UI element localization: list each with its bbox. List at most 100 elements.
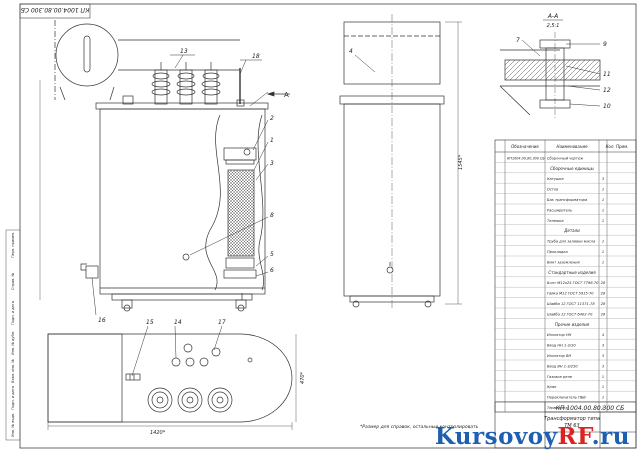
strip-label: Подп. и дата [11,386,15,410]
spec-cell-qty: 28 [601,302,606,306]
view-a-arrow [266,91,290,97]
spec-cell-name: Ввод ВН 1-3/250 [547,364,578,368]
title-name-1: Трансформатор типа [544,416,600,422]
spec-cell-qty: 1 [602,240,604,244]
callout-11: 11 [603,71,611,78]
spec-cell-qty: 1 [602,396,604,400]
callout-4: 4 [349,48,353,55]
spec-cell-qty: 28 [601,281,606,285]
top-callouts: 15 14 17 1420* 470* [146,319,306,436]
section-a-a [499,32,601,118]
spec-header: Наименование [556,144,588,149]
spec-cell-name: Шайба 12 ГОСТ 11371-78 [547,302,595,306]
spec-cell-name: Изолятор НН [547,333,572,337]
spec-section-title: Стандартные изделия [548,270,596,275]
spec-cell-designation: КП1004.00.80.300 СБ [507,156,545,160]
side-strip-labels: Перв. примен. Справ. № Подп. и дата Инв.… [11,232,15,437]
section-scale: 2,5:1 [547,23,560,29]
spec-cell-name: Кран [547,385,557,389]
spec-cell-name: Болт М12х25 ГОСТ 7798-70 [547,281,599,285]
title-code: КП 1004.00.80.300 СБ [556,405,625,412]
spec-cell-name: Бак трансформатора [547,198,587,202]
callout-7: 7 [516,37,520,44]
spec-header: Обозначение [511,144,539,149]
spec-cell-qty: 28 [601,312,606,316]
callout-2: 2 [270,115,274,122]
watermark-accent: RF [557,423,592,450]
top-stamp-box [19,3,91,19]
callout-5: 5 [270,251,274,258]
callout-6: 6 [270,267,274,274]
spec-cell-qty: 1 [602,260,604,264]
top-leaders [131,325,223,377]
spec-cell-qty: 3 [602,177,605,181]
spec-cell-name: Сборочный чертеж [547,156,584,160]
callout-14: 14 [174,319,182,326]
spec-cell-qty: 1 [602,250,604,254]
spec-header: Кол. Прим. [606,144,629,149]
spec-cell-name: Ввод НН 1-3/10 [547,344,576,348]
spec-cell-name: Изолятор ВН [547,354,571,358]
spec-cell-qty: 3 [602,364,605,368]
spec-cell-name: Газовое реле [547,375,573,379]
spec-cell-name: Шайба 12 ГОСТ 6402-70 [547,312,593,316]
spec-cell-qty: 3 [602,344,605,348]
watermark-tail: .ru [591,423,630,450]
spec-cell-name: Расширитель [547,208,572,212]
spec-cell-qty: 28 [601,292,606,296]
spec-table: Обозначение Наименование Кол. Прим. КП1004.… [494,139,637,413]
spec-cell-name: Термометр [547,406,569,410]
spec-cell-qty: 1 [602,385,604,389]
spec-cell-name: Гайка М12 ГОСТ 5915-70 [547,292,594,296]
dim-height-side: 1545* [458,154,464,170]
callout-8: 8 [270,212,274,219]
side-view [339,14,462,310]
spec-cell-name: Переключатель ПБВ [547,396,586,400]
spec-cell-name: Прокладка [547,250,568,254]
spec-cell-name: Катушка [547,177,564,181]
front-view [54,20,269,312]
section-label: А-А [547,13,558,20]
dim-width: 1420* [150,430,166,436]
spec-cell-qty: 1 [602,208,604,212]
callout-10: 10 [603,103,611,110]
section-leaders [521,39,601,107]
watermark: KursovoyRF.ru [435,423,630,450]
spec-cell-qty: 1 [602,375,604,379]
strip-label: Справ. № [11,273,15,290]
spec-frame [494,139,637,413]
spec-cell-name: Тележка [547,219,564,223]
side-strip [5,229,21,441]
spec-cell-qty: 3 [602,354,605,358]
spec-cell-qty: 4 [602,333,605,337]
callout-9: 9 [603,41,607,48]
view-arrow-a: А [284,91,289,99]
spec-cell-qty: 1 [602,188,604,192]
callout-12: 12 [603,87,611,94]
callout-16: 16 [98,317,106,324]
callout-15: 15 [146,319,154,326]
watermark-main: Kursovoy [434,423,558,450]
callout-13: 13 [180,48,188,55]
section-callouts: 7 9 11 12 10 [516,37,611,110]
spec-cell-qty: 1 [602,219,604,223]
strip-label: Подп. и дата [11,301,15,325]
strip-label: Инв. № подл. [11,413,15,437]
callout-3: 3 [270,160,274,167]
spec-cell-name: Винт заземления [547,260,581,264]
spec-cell-qty: 1 [602,198,604,202]
dim-depth: 470* [300,371,306,384]
strip-label: Взам. инв. № [11,359,15,383]
top-stamp: КП 1004.00.80.300 СБ [21,6,90,13]
strip-label: Инв. № дубл. [11,331,15,355]
spec-section-title: Прочие изделия [555,322,590,327]
spec-section-title: Детали [563,228,580,233]
callout-17: 17 [218,319,226,326]
spec-cell-name: Остов [547,188,558,192]
spec-cell-name: Труба для заливки масла [547,240,595,244]
spec-cell-qty: 1 [602,406,604,410]
callout-18: 18 [252,53,260,60]
front-callouts: 13 18 А 2 1 3 8 5 6 16 [98,48,289,324]
